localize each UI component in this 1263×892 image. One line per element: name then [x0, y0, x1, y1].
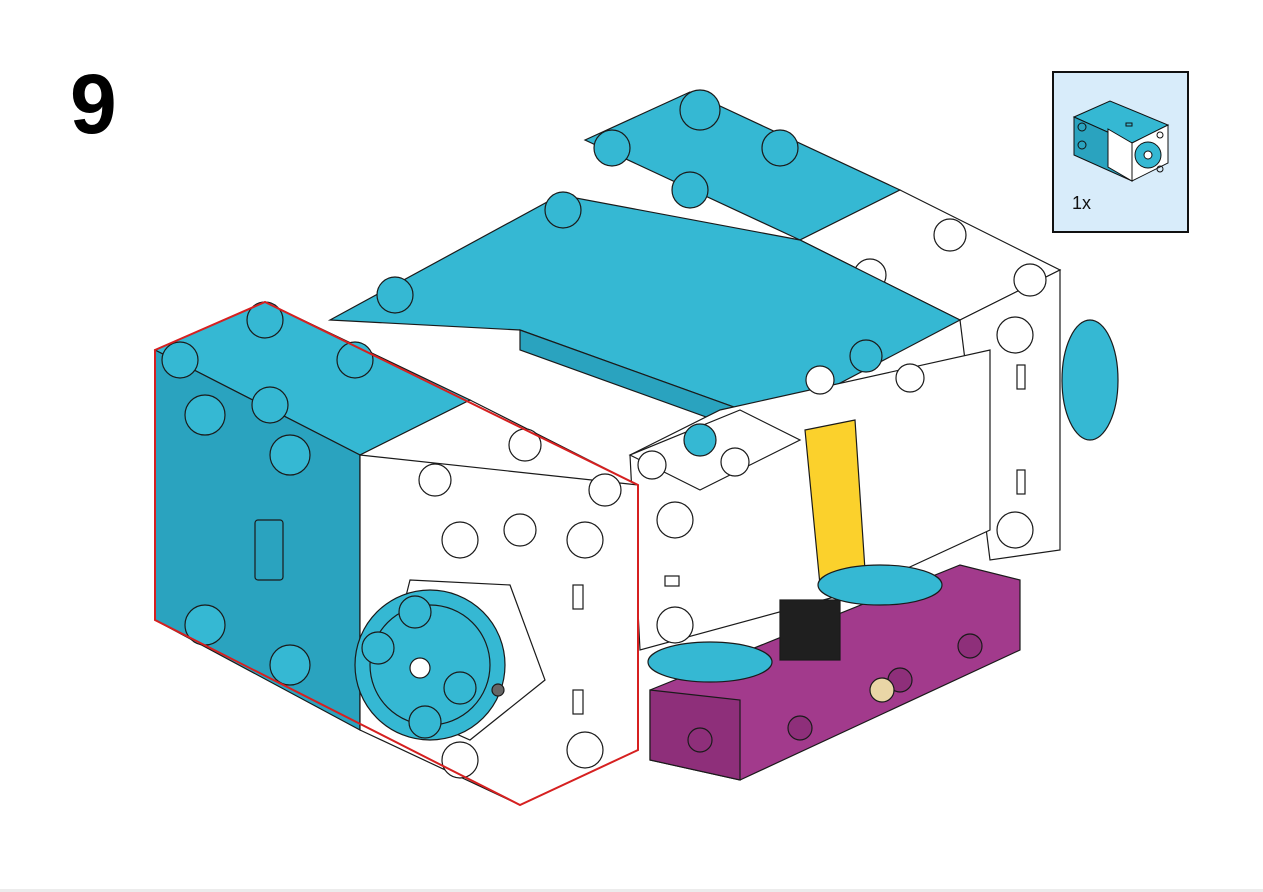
page-bottom-rule: [0, 889, 1263, 892]
new-part-highlight: [154, 300, 639, 807]
part-quantity: 1x: [1072, 193, 1092, 213]
parts-callout: 1x: [1052, 71, 1189, 233]
middle-connectors: [628, 339, 991, 651]
medium-motor-part-icon: [1072, 100, 1170, 182]
middle-motor-body: [327, 191, 962, 441]
step-number: 9: [70, 57, 117, 151]
motor-discs: [647, 564, 943, 683]
front-motor: [153, 301, 639, 806]
magenta-frame: [649, 564, 1021, 781]
